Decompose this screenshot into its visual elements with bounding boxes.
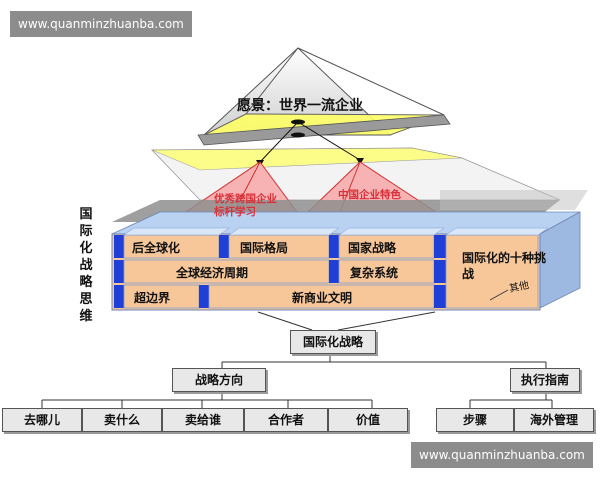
cell-complex-system: 复杂系统 [349,265,398,280]
tree-leaf-value: 价值 [328,408,408,432]
cell-post-globalization: 后全球化 [132,240,180,255]
side-char: 维 [79,309,93,324]
tree-leaf-overseas-mgmt: 海外管理 [514,408,594,432]
tree-leaf-partner: 合作者 [244,408,328,432]
pillar-left-label-2: 标杆学习 [213,205,256,218]
pillar-right-label: 中国企业特色 [338,188,401,201]
tree-leaf-steps: 步骤 [436,408,514,432]
cell-ten-challenges-2: 战 [462,266,474,281]
tree-leaf-whom: 卖给谁 [162,408,244,432]
cell-global-cycle: 全球经济周期 [175,265,248,280]
cell-other: 其他 [508,278,530,295]
side-char: 思 [79,292,93,307]
tree-leaf-what: 卖什么 [82,408,162,432]
tree-leaf-where: 去哪儿 [2,408,82,432]
side-title: 国 际 化 战 略 思 维 [76,206,96,325]
tree-branch-direction: 战略方向 [172,368,266,392]
tree-root: 国际化战略 [290,330,376,354]
side-char: 战 [79,258,93,273]
side-char: 国 [79,207,93,222]
cell-ten-challenges-1: 国际化的十种挑 [462,250,546,265]
thinking-block [111,211,581,311]
cell-national-strategy: 国家战略 [348,240,397,255]
cell-beyond-boundaries: 超边界 [133,290,170,305]
vision-pyramid [197,47,451,146]
pillar-left-label-1: 优秀跨国企业 [214,192,277,205]
watermark-top: www.quanminzhuanba.com [10,11,192,37]
tree-branch-guide: 执行指南 [510,368,580,392]
watermark-bottom: www.quanminzhuanba.com [411,442,593,468]
tree-connectors [41,311,553,408]
vision-label: 愿景：世界一流企业 [237,97,363,114]
cell-international-pattern: 国际格局 [240,240,288,255]
side-char: 际 [79,224,93,239]
cell-new-civilization: 新商业文明 [292,290,352,305]
side-char: 略 [79,275,93,290]
side-char: 化 [79,241,93,256]
